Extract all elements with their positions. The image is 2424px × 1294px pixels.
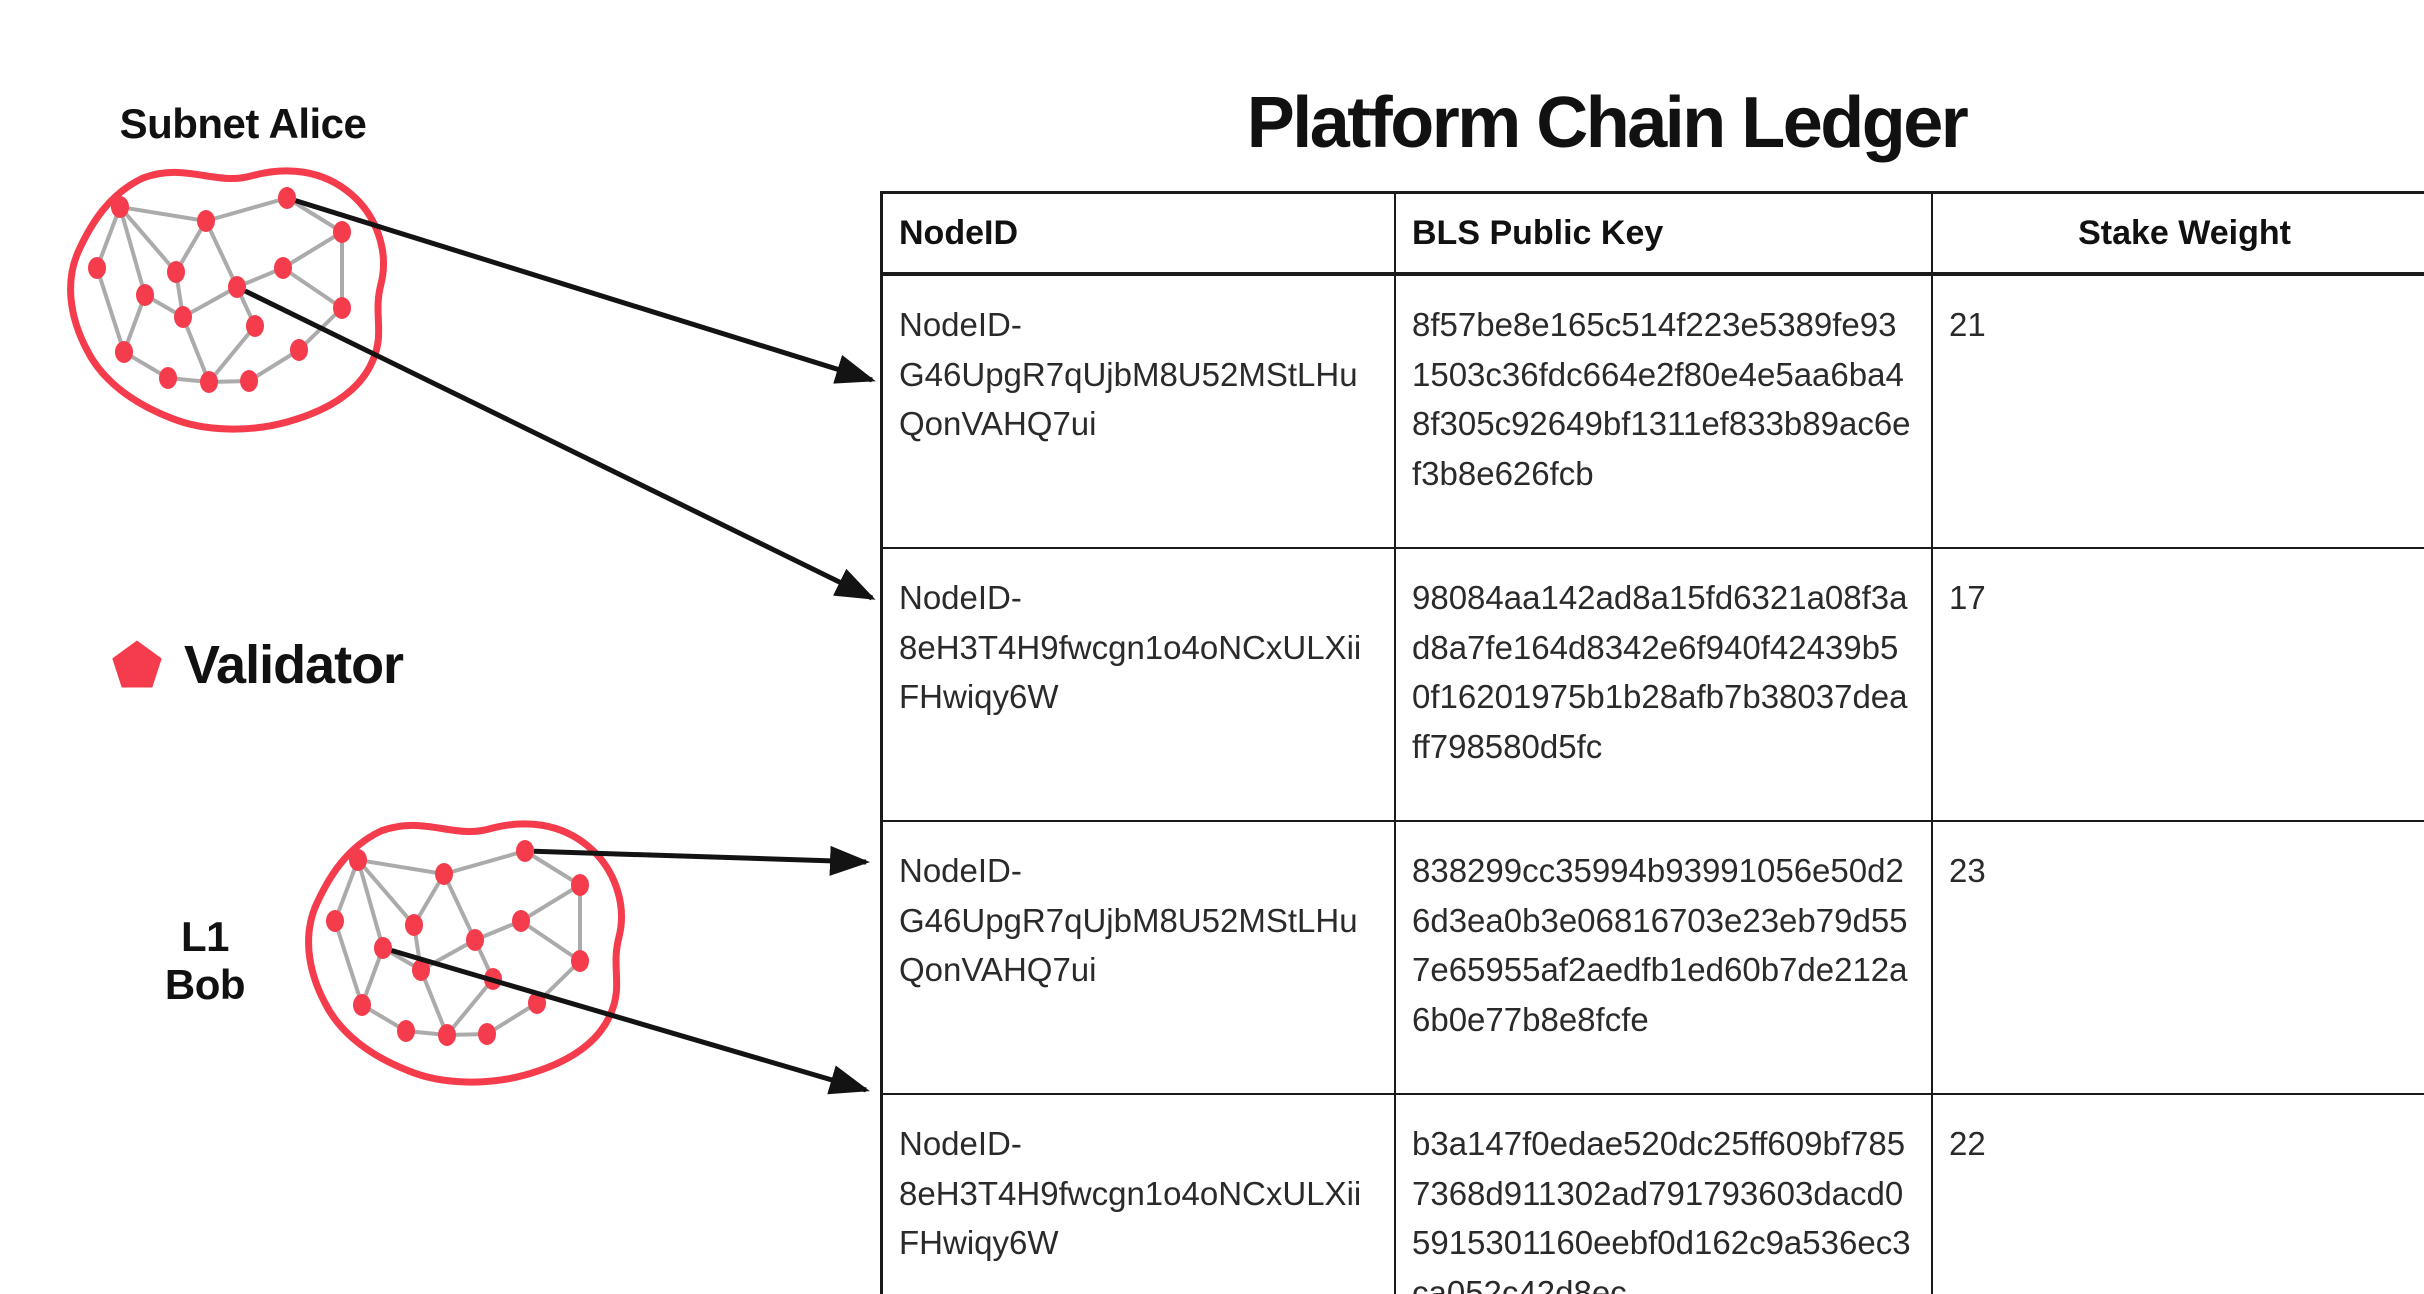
network-edge (118, 205, 178, 274)
subnet-alice-label: Subnet Alice (119, 100, 367, 147)
bls-key-cell: b3a147f0edae520dc25ff609bf7857368d911302… (1394, 1093, 1933, 1294)
nodeid-cell: NodeID-8eH3T4H9fwcgn1o4oNCxULXiiFHwiqy6W (880, 1093, 1396, 1294)
network-edge (281, 266, 344, 310)
network-edge (357, 858, 445, 876)
network-edge (118, 206, 147, 296)
network-edge (333, 859, 360, 922)
validator-node (111, 196, 129, 218)
validator-node (200, 371, 218, 393)
table-header-row: NodeID BLS Public Key Stake Weight (880, 191, 2424, 275)
network-edge (281, 230, 344, 270)
network-edge (205, 196, 288, 223)
validator-node (435, 863, 453, 885)
validator-node (405, 914, 423, 936)
l1-bob-label: L1 Bob (164, 913, 246, 1008)
network-edge (356, 858, 416, 927)
validator-node (246, 315, 264, 337)
validator-node (374, 937, 392, 959)
bls-key-cell: 8f57be8e165c514f223e5389fe931503c36fdc66… (1394, 273, 1933, 549)
l1-bob-network-graph (305, 820, 625, 1086)
validator-node (512, 910, 530, 932)
validator-node (274, 257, 292, 279)
validator-node (466, 929, 484, 951)
validator-node (159, 367, 177, 389)
validator-node (333, 297, 351, 319)
network-edge (119, 205, 207, 223)
subnet-alice-network-graph (67, 167, 387, 433)
validator-node (484, 968, 502, 990)
validator-node (174, 306, 192, 328)
validator-node (326, 910, 344, 932)
header-bls-public-key: BLS Public Key (1394, 191, 1933, 275)
validator-legend-label: Validator (184, 635, 404, 695)
validator-node (240, 370, 258, 392)
stake-weight-cell: 22 (1931, 1093, 2424, 1294)
validator-node (349, 849, 367, 871)
stake-weight-cell: 17 (1931, 547, 2424, 822)
network-edge (182, 285, 238, 319)
table-row: NodeID-8eH3T4H9fwcgn1o4oNCxULXiiFHwiqy6W… (880, 547, 2424, 822)
network-edge (204, 220, 239, 288)
nodeid-cell: NodeID-G46UpgR7qUjbM8U52MStLHuQonVAHQ7ui (880, 273, 1396, 549)
validator-node (167, 261, 185, 283)
network-edge (519, 883, 582, 923)
network-edge (95, 267, 126, 353)
network-edge (442, 873, 477, 941)
validator-node (88, 257, 106, 279)
table-row: NodeID-8eH3T4H9fwcgn1o4oNCxULXiiFHwiqy6W… (880, 1093, 2424, 1294)
validator-node (412, 959, 430, 981)
network-edge (356, 859, 385, 949)
table-row: NodeID-G46UpgR7qUjbM8U52MStLHuQonVAHQ7ui… (880, 273, 2424, 549)
validator-node (478, 1023, 496, 1045)
validator-node (333, 221, 351, 243)
network-edge (523, 849, 582, 887)
bls-key-cell: 98084aa142ad8a15fd6321a08f3ad8a7fe164d83… (1394, 547, 1933, 822)
network-edge (519, 919, 582, 963)
network-edge (333, 920, 364, 1006)
validator-node (353, 994, 371, 1016)
header-stake-weight: Stake Weight (1931, 191, 2424, 275)
validator-node (290, 339, 308, 361)
validator-node (197, 210, 215, 232)
validator-node (438, 1024, 456, 1046)
page-title: Platform Chain Ledger (1246, 83, 1969, 163)
nodeid-cell: NodeID-G46UpgR7qUjbM8U52MStLHuQonVAHQ7ui (880, 820, 1396, 1095)
validator-node (278, 187, 296, 209)
network-edge (181, 316, 211, 383)
validator-node (136, 284, 154, 306)
stake-weight-cell: 23 (1931, 820, 2424, 1095)
bls-key-cell: 838299cc35994b93991056e50d26d3ea0b3e0681… (1394, 820, 1933, 1095)
header-nodeid: NodeID (880, 191, 1396, 275)
stake-weight-cell: 21 (1931, 273, 2424, 549)
platform-chain-ledger-table: NodeID BLS Public Key Stake Weight NodeI… (880, 191, 2424, 1294)
validator-node (228, 276, 246, 298)
validator-legend: Validator (112, 635, 404, 695)
validator-node (571, 874, 589, 896)
network-edge (95, 206, 122, 269)
network-edge (285, 196, 344, 234)
network-edge (443, 849, 526, 876)
pentagon-icon (112, 640, 162, 688)
validator-node (115, 341, 133, 363)
table-row: NodeID-G46UpgR7qUjbM8U52MStLHuQonVAHQ7ui… (880, 820, 2424, 1095)
validator-node (397, 1020, 415, 1042)
validator-node (528, 992, 546, 1014)
validator-node (571, 950, 589, 972)
validator-node (516, 840, 534, 862)
nodeid-cell: NodeID-8eH3T4H9fwcgn1o4oNCxULXiiFHwiqy6W (880, 547, 1396, 822)
